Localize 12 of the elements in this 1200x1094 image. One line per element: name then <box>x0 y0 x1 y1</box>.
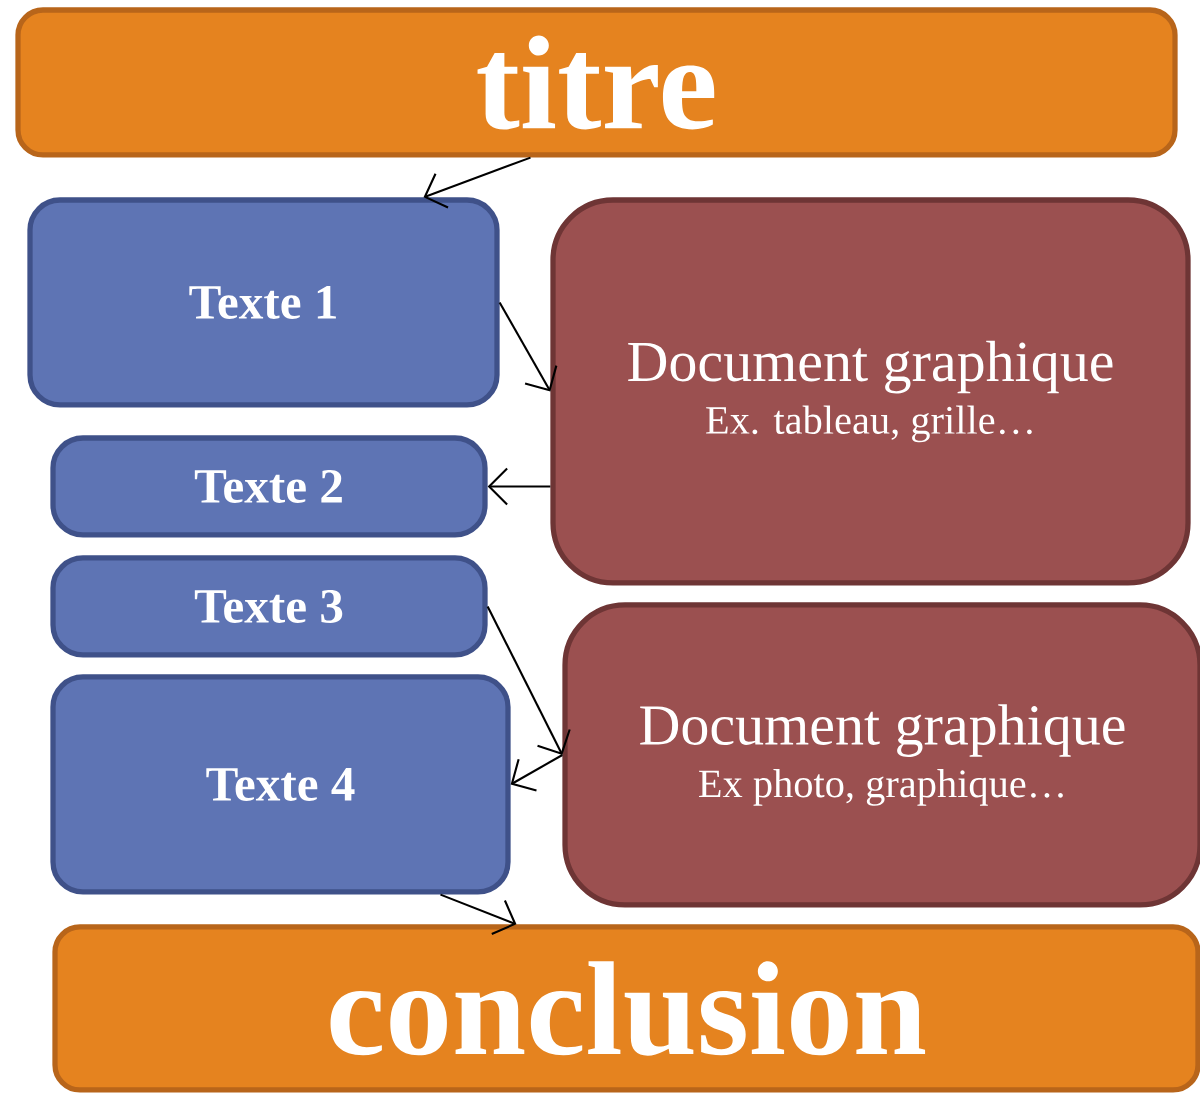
text-box: Texte 3 <box>50 555 488 658</box>
text-box: Texte 4 <box>50 674 511 895</box>
arrow <box>486 606 571 755</box>
document-box: Document graphique Ex photo, graphique… <box>562 602 1200 908</box>
document-box: Document graphique Ex. tableau, grille… <box>550 197 1191 586</box>
text-box: Texte 1 <box>27 197 500 408</box>
title-banner: titre <box>15 7 1178 158</box>
arrow <box>440 893 517 935</box>
conclusion-banner: conclusion <box>52 924 1200 1093</box>
text-box: Texte 2 <box>50 435 488 538</box>
arrow <box>498 301 558 392</box>
arrow <box>423 156 531 209</box>
